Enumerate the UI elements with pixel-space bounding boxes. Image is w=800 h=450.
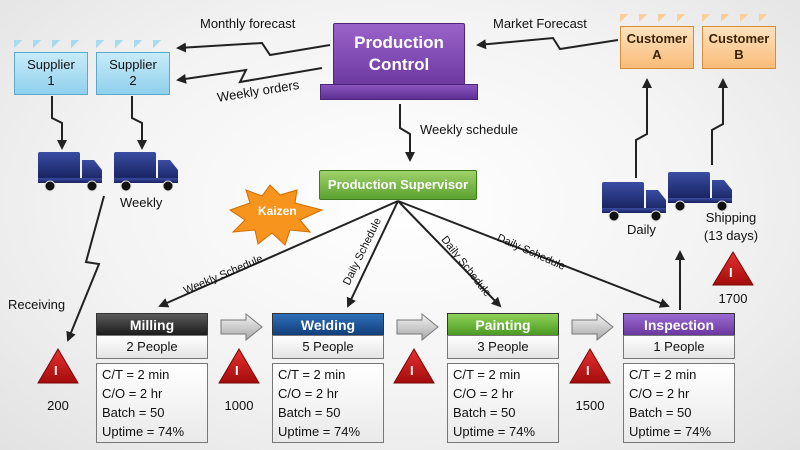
- process-people: 1 People: [623, 335, 735, 359]
- process-milling: Milling 2 People C/T = 2 min C/O = 2 hr …: [96, 313, 208, 443]
- shipping-label: Shipping (13 days): [698, 210, 764, 243]
- uptime: Uptime = 74%: [278, 424, 361, 439]
- inventory-triangle-1: [37, 348, 79, 384]
- changeover: C/O = 2 hr: [278, 386, 339, 401]
- production-control-base: [320, 84, 478, 100]
- weekly-schedule-flow: [399, 104, 415, 162]
- weekly-delivery-label: Weekly: [120, 195, 163, 210]
- inventory-symbol-1: I: [54, 363, 58, 378]
- inventory-qty-inspection: 1500: [575, 398, 605, 413]
- daily-schedule-painting-line: [397, 200, 502, 308]
- shipping-flow: [711, 78, 728, 165]
- inventory-symbol-5: I: [729, 265, 733, 280]
- inventory-symbol-2: I: [235, 363, 239, 378]
- customer-a-name: Customer: [626, 31, 688, 46]
- process-people: 3 People: [447, 335, 559, 359]
- daily-shipment-label: Daily: [627, 222, 656, 237]
- kaizen-burst: [228, 184, 324, 246]
- monthly-forecast-label: Monthly forecast: [200, 16, 296, 31]
- uptime: Uptime = 74%: [102, 424, 185, 439]
- process-title: Milling: [96, 313, 208, 335]
- daily-schedule-inspection-line: [397, 200, 670, 308]
- truck-icon-supplier-2: [114, 152, 178, 192]
- uptime: Uptime = 74%: [453, 424, 536, 439]
- monthly-forecast-flow: [176, 41, 331, 57]
- process-data-box: C/T = 2 min C/O = 2 hr Batch = 50 Uptime…: [447, 363, 559, 443]
- cycle-time: C/T = 2 min: [453, 367, 521, 382]
- inventory-symbol-3: I: [410, 363, 414, 378]
- weekly-schedule-label: Weekly schedule: [420, 122, 519, 137]
- cycle-time: C/T = 2 min: [278, 367, 346, 382]
- batch-size: Batch = 50: [629, 405, 692, 420]
- inventory-triangle-5: [712, 251, 754, 286]
- inventory-symbol-4: I: [586, 363, 590, 378]
- supplier-1-number: 1: [47, 73, 55, 88]
- process-painting: Painting 3 People C/T = 2 min C/O = 2 hr…: [447, 313, 559, 443]
- receiving-label: Receiving: [8, 297, 66, 312]
- truck-icon-daily: [602, 182, 666, 222]
- process-welding: Welding 5 People C/T = 2 min C/O = 2 hr …: [272, 313, 384, 443]
- process-data-box: C/T = 2 min C/O = 2 hr Batch = 50 Uptime…: [96, 363, 208, 443]
- supplier-1-factory: Supplier 1: [14, 40, 90, 95]
- customer-a-letter: A: [652, 47, 662, 62]
- customer-a-factory: Customer A: [620, 14, 696, 69]
- supplier2-to-truck-flow: [131, 96, 147, 150]
- supplier-2-factory: Supplier 2: [96, 40, 172, 95]
- production-control-line2: Control: [368, 55, 430, 74]
- customer-b-name: Customer: [708, 31, 770, 46]
- receiving-flow: [66, 195, 105, 342]
- production-control-box: Production Control: [333, 23, 465, 85]
- truck-icon-supplier-1: [38, 152, 102, 192]
- market-forecast-label: Market Forecast: [493, 16, 587, 31]
- process-data-box: C/T = 2 min C/O = 2 hr Batch = 50 Uptime…: [623, 363, 735, 443]
- inventory-qty-milling: 200: [47, 398, 69, 413]
- process-people: 2 People: [96, 335, 208, 359]
- production-control-line1: Production: [354, 33, 444, 52]
- daily-schedule-welding-line: [346, 200, 399, 308]
- weekly-orders-flow: [176, 67, 323, 84]
- inventory-triangle-2: [218, 348, 260, 384]
- batch-size: Batch = 50: [278, 405, 341, 420]
- push-arrow-3: [571, 312, 614, 342]
- push-arrow-2: [396, 312, 439, 342]
- uptime: Uptime = 74%: [629, 424, 712, 439]
- batch-size: Batch = 50: [453, 405, 516, 420]
- changeover: C/O = 2 hr: [453, 386, 514, 401]
- changeover: C/O = 2 hr: [102, 386, 163, 401]
- batch-size: Batch = 50: [102, 405, 165, 420]
- production-supervisor-box: Production Supervisor: [319, 170, 477, 200]
- push-arrow-1: [220, 312, 263, 342]
- process-title: Inspection: [623, 313, 735, 335]
- inventory-triangle-4: [569, 348, 611, 384]
- shipping-label-line1: Shipping: [705, 210, 757, 225]
- cycle-time: C/T = 2 min: [629, 367, 697, 382]
- daily-shipping-flow: [635, 78, 652, 178]
- inventory-qty-welding: 1000: [224, 398, 254, 413]
- cycle-time: C/T = 2 min: [102, 367, 170, 382]
- truck-icon-shipping: [668, 172, 732, 212]
- customer-b-factory: Customer B: [702, 14, 778, 69]
- inventory-triangle-3: [393, 348, 435, 384]
- changeover: C/O = 2 hr: [629, 386, 690, 401]
- supplier-2-name: Supplier: [109, 57, 157, 72]
- inventory-qty-shipping: 1700: [718, 291, 748, 306]
- market-forecast-flow: [476, 36, 619, 51]
- process-data-box: C/T = 2 min C/O = 2 hr Batch = 50 Uptime…: [272, 363, 384, 443]
- supplier1-to-truck-flow: [51, 96, 67, 150]
- process-title: Painting: [447, 313, 559, 335]
- customer-b-letter: B: [734, 47, 744, 62]
- weekly-schedule-milling-line: [158, 200, 399, 308]
- shipping-label-line2: (13 days): [703, 228, 759, 243]
- supplier-1-name: Supplier: [27, 57, 75, 72]
- process-title: Welding: [272, 313, 384, 335]
- supplier-2-number: 2: [129, 73, 137, 88]
- process-inspection: Inspection 1 People C/T = 2 min C/O = 2 …: [623, 313, 735, 443]
- process-people: 5 People: [272, 335, 384, 359]
- kaizen-label: Kaizen: [258, 204, 297, 218]
